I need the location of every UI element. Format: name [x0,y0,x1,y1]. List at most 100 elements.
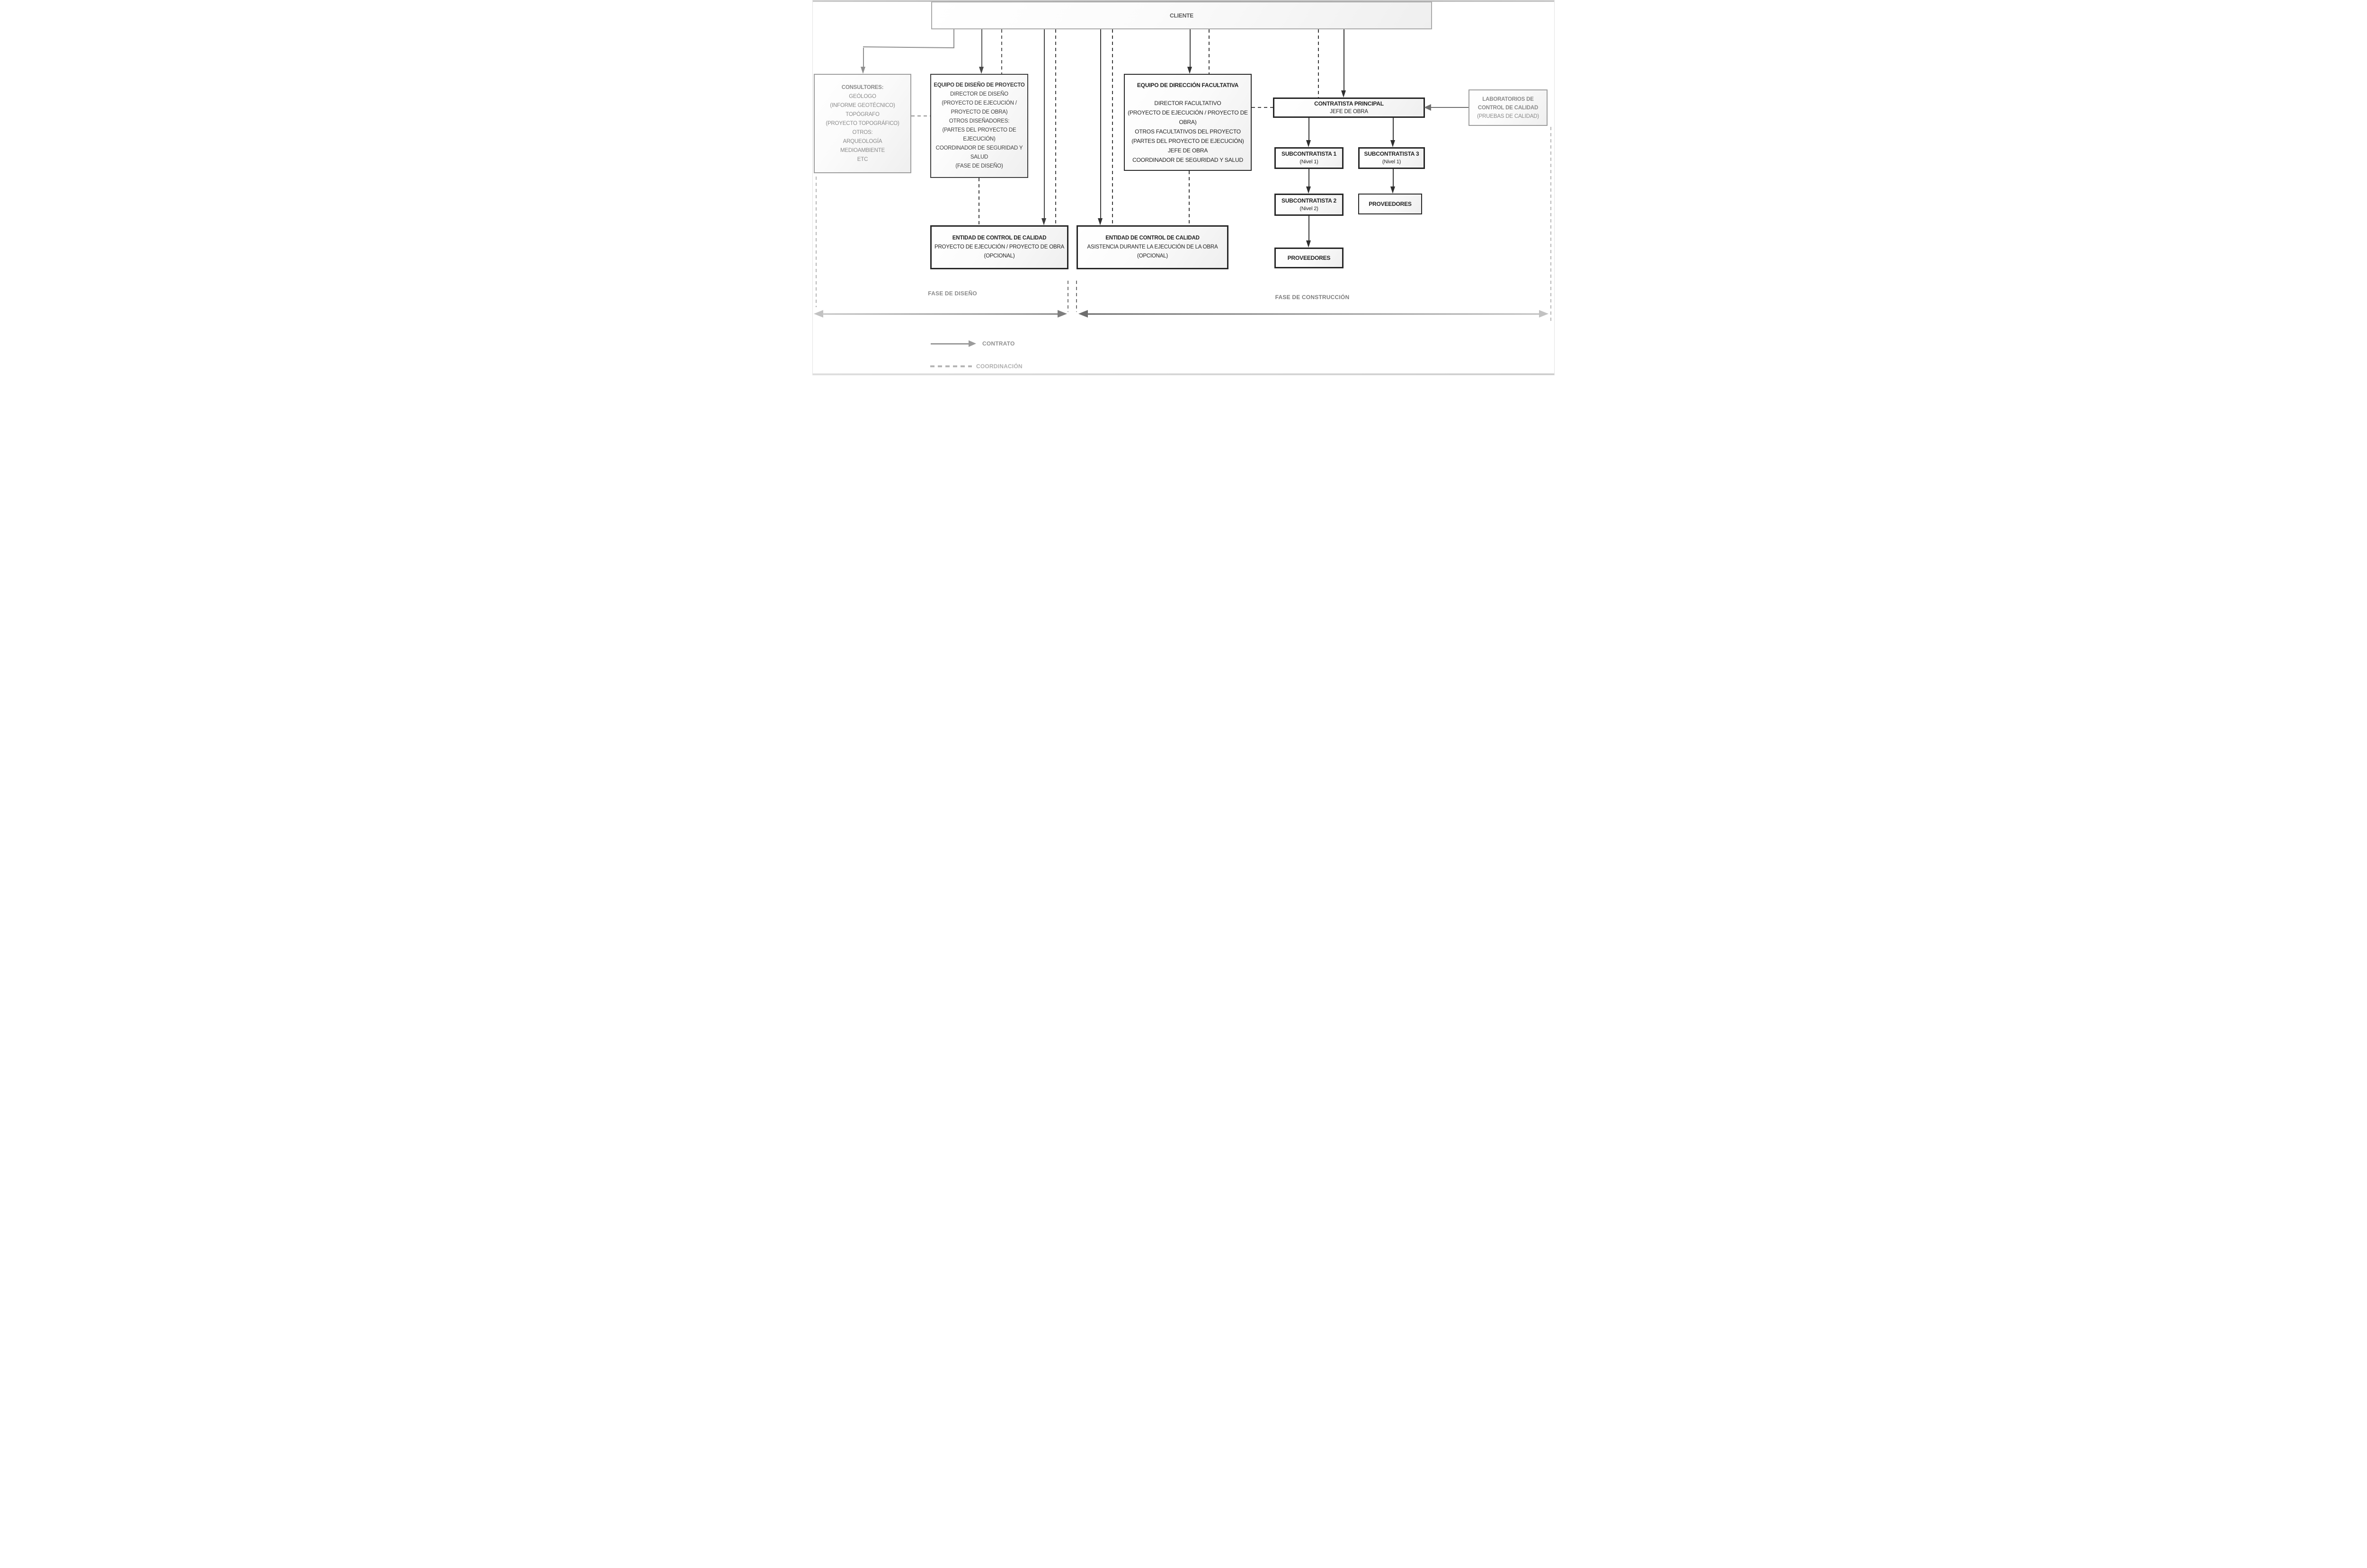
equipo-direccion-line: OTROS FACULTATIVOS DEL PROYECTO [1135,128,1241,135]
design-phase-span-line [822,313,1059,315]
consultores-line: (INFORME GEOTÉCNICO) [830,102,895,108]
box-subcontratista-3: SUBCONTRATISTA 3 (Nivel 1) [1358,147,1425,169]
equipo-diseno-line: (PROYECTO DE EJECUCIÓN / PROYECTO DE OBR… [942,100,1017,115]
coordination-cliente-entidad-diseno [1055,29,1056,225]
arrowhead-right-icon [1539,310,1548,318]
connector-cliente-consultores [863,48,864,67]
arrowhead-left-icon [814,310,823,318]
arrowhead-down-icon [1041,218,1046,225]
consultores-line: MEDIOAMBIENTE [840,147,885,153]
box-equipo-diseno: EQUIPO DE DISEÑO DE PROYECTO DIRECTOR DE… [930,74,1028,178]
consultores-title: CONSULTORES: [841,84,884,90]
equipo-direccion-line: (PROYECTO DE EJECUCIÓN / PROYECTO DE OBR… [1128,109,1248,125]
legend-coordination-label: COORDINACIÓN [976,363,1023,370]
arrowhead-down-icon [1341,90,1346,97]
box-entidad-control-obra: ENTIDAD DE CONTROL DE CALIDAD ASISTENCIA… [1077,225,1228,269]
connector-cliente-entidad-diseno [1044,29,1045,219]
consultores-line: OTROS: [852,129,873,135]
equipo-diseno-line: (FASE DE DISEÑO) [955,163,1003,169]
arrowhead-down-icon [1306,140,1311,147]
phase-divider-dash [1076,281,1077,312]
arrowhead-down-icon [1306,186,1311,194]
arrowhead-down-icon [1098,218,1103,225]
arrowhead-down-icon [861,67,865,74]
arrowhead-down-icon [1187,67,1192,74]
legend-coordination-line [930,365,972,367]
box-cliente: CLIENTE [931,1,1432,29]
arrowhead-down-icon [1306,240,1311,248]
legend-contract-label: CONTRATO [982,340,1015,347]
box-subcontratista-1: SUBCONTRATISTA 1 (Nivel 1) [1274,147,1344,169]
connector-sub3-proveedores [1393,169,1394,187]
equipo-direccion-title: EQUIPO DE DIRECCIÓN FACULTATIVA [1137,81,1239,89]
equipo-direccion-line: JEFE DE OBRA [1167,147,1208,154]
coordination-cliente-equipo-direccion [1209,29,1210,74]
equipo-direccion-line: COORDINADOR DE SEGURIDAD Y SALUD [1132,156,1243,163]
proveedores-right-title: PROVEEDORES [1369,201,1412,207]
contratista-title: CONTRATISTA PRINCIPAL [1314,100,1384,107]
subcontratista1-level: (Nivel 1) [1299,159,1318,165]
laboratorios-title: LABORATORIOS DE CONTROL DE CALIDAD [1477,96,1539,111]
connector-laboratorios-contratista [1431,107,1468,108]
coordination-direccion-contratista [1252,107,1273,108]
connector-sub2-proveedores [1308,216,1309,241]
organigrama-construccion-diagram: CLIENTE CONSULTORES: GEÓLOGO (INFORME GE… [812,0,1555,375]
equipo-direccion-line: DIRECTOR FACULTATIVO [1154,99,1221,106]
entidad-obra-line: ASISTENCIA DURANTE LA EJECUCIÓN DE LA OB… [1087,244,1218,250]
coordination-left-edge [816,177,817,307]
equipo-direccion-line: (PARTES DEL PROYECTO DE EJECUCIÓN) [1131,137,1244,144]
proveedores-bottom-title: PROVEEDORES [1287,255,1331,261]
entidad-diseno-line: PROYECTO DE EJECUCIÓN / PROYECTO DE OBRA [934,244,1064,250]
connector-cliente-consultores [953,29,954,47]
equipo-diseno-title: EQUIPO DE DISEÑO DE PROYECTO [934,82,1025,88]
arrowhead-down-icon [979,67,984,74]
laboratorios-subtitle: (PRUEBAS DE CALIDAD) [1477,113,1539,119]
arrowhead-down-icon [1390,186,1395,194]
subcontratista3-title: SUBCONTRATISTA 3 [1364,151,1419,157]
entidad-obra-opcional: (OPCIONAL) [1137,253,1168,259]
equipo-diseno-line: DIRECTOR DE DISEÑO [950,91,1008,97]
box-proveedores-bottom: PROVEEDORES [1274,248,1344,268]
construction-phase-span-line [1087,313,1539,315]
subcontratista2-title: SUBCONTRATISTA 2 [1281,197,1336,204]
subcontratista1-title: SUBCONTRATISTA 1 [1281,151,1336,157]
coordination-equipo-direccion-entidad [1189,171,1190,225]
page-bottom-border [813,373,1554,375]
construction-phase-label: FASE DE CONSTRUCCIÓN [1275,294,1350,301]
design-phase-label: FASE DE DISEÑO [928,290,977,297]
connector-cliente-equipo-diseno [981,29,982,67]
arrowhead-left-icon [1424,104,1431,111]
box-equipo-direccion: EQUIPO DE DIRECCIÓN FACULTATIVA DIRECTOR… [1124,74,1252,171]
cliente-title: CLIENTE [1170,12,1193,19]
connector-cliente-entidad-obra [1100,29,1101,219]
coordination-cliente-equipo-diseno [1001,29,1002,74]
consultores-line: GEÓLOGO [849,93,876,99]
box-consultores: CONSULTORES: GEÓLOGO (INFORME GEOTÉCNICO… [814,74,911,173]
legend-contract-line [931,343,969,345]
connector-sub1-sub2 [1308,169,1309,187]
entidad-diseno-title: ENTIDAD DE CONTROL DE CALIDAD [952,235,1047,241]
consultores-line: TOPÓGRAFO [845,111,880,117]
box-contratista-principal: CONTRATISTA PRINCIPAL JEFE DE OBRA [1273,97,1425,118]
coordination-cliente-contratista [1318,29,1319,97]
consultores-line: (PROYECTO TOPOGRÁFICO) [826,120,899,126]
coordination-consultores-equipo-diseno [911,115,930,116]
equipo-diseno-line: OTROS DISEÑADORES: [949,118,1010,124]
page-top-border [813,0,1554,2]
arrowhead-left-icon [1078,310,1088,318]
consultores-line: ARQUEOLOGÍA [843,138,882,144]
connector-cliente-equipo-direccion [1190,29,1191,67]
subcontratista2-level: (Nivel 2) [1299,205,1318,212]
box-entidad-control-diseno: ENTIDAD DE CONTROL DE CALIDAD PROYECTO D… [930,225,1068,269]
entidad-diseno-opcional: (OPCIONAL) [984,253,1015,259]
box-laboratorios: LABORATORIOS DE CONTROL DE CALIDAD (PRUE… [1468,89,1548,126]
coordination-right-edge [1550,127,1551,321]
arrowhead-down-icon [1390,140,1395,147]
connector-contratista-sub3 [1393,118,1394,141]
consultores-line: ETC [857,156,868,162]
coordination-cliente-entidad-obra [1112,29,1113,225]
subcontratista3-level: (Nivel 1) [1382,159,1401,165]
arrowhead-right-icon [1058,310,1067,318]
box-proveedores-right: PROVEEDORES [1358,194,1422,214]
contratista-subtitle: JEFE DE OBRA [1330,108,1368,115]
